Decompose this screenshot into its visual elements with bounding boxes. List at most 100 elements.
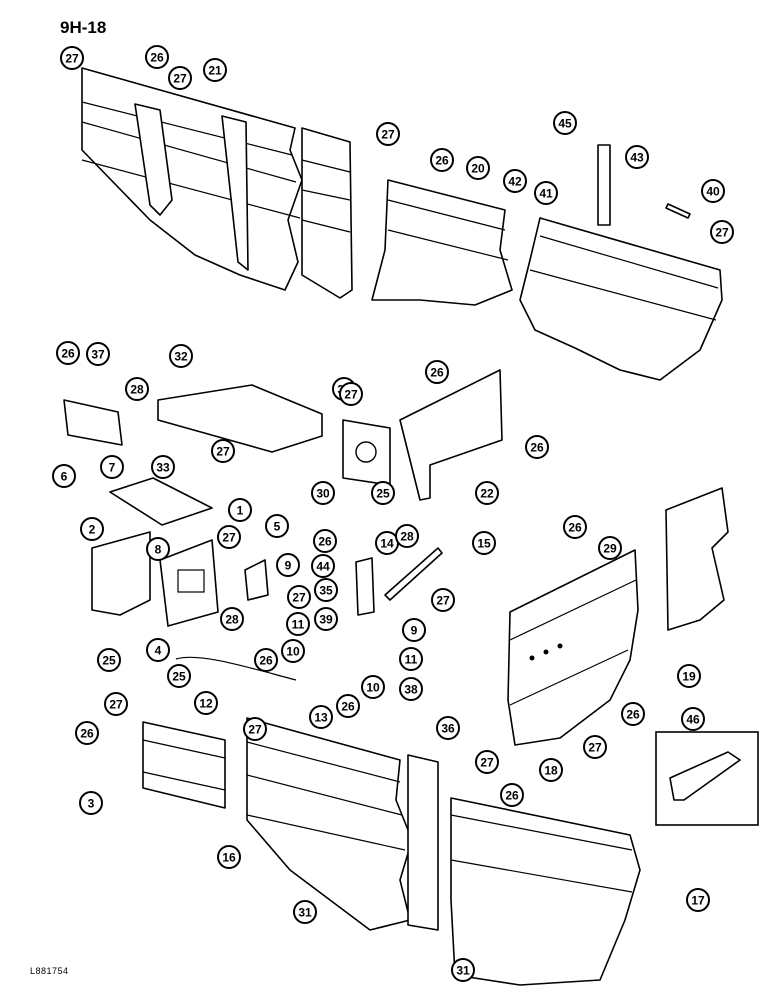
callout-number: 25 [172,670,186,684]
callout-circle [399,647,423,671]
callout-number: 8 [155,543,162,557]
callout-number: 45 [558,117,572,131]
callout-circle [472,531,496,555]
latch-5 [244,559,269,601]
callout-circle [52,464,76,488]
callout-27: 27 [376,122,400,146]
callout-circle [314,607,338,631]
callout-circle [220,607,244,631]
side-sheet-segment-lower [407,754,439,931]
callout-19: 19 [677,664,701,688]
side-sheet-21 [81,67,303,291]
bracket-2 [91,531,151,616]
callout-circle [399,677,423,701]
callout-number: 20 [471,162,485,176]
callout-number: 9 [285,559,292,573]
callout-27: 27 [60,46,84,70]
side-sheet-17 [450,797,641,986]
callout-circle [503,169,527,193]
panel-19 [665,487,729,631]
callout-circle [286,612,310,636]
callout-circle [314,578,338,602]
callout-number: 26 [626,708,640,722]
callout-30: 30 [311,481,335,505]
callout-number: 35 [319,584,333,598]
callout-10: 10 [361,675,385,699]
callout-number: 26 [430,366,444,380]
callout-circle [686,888,710,912]
callout-number: 37 [91,348,105,362]
parts-artwork [63,67,759,986]
callout-33: 33 [151,455,175,479]
callout-circle [313,529,337,553]
callout-circle [553,111,577,135]
callout-31: 31 [451,958,475,982]
upright-mid [221,115,249,271]
callout-circle [677,664,701,688]
callout-number: 27 [480,756,494,770]
callout-circle [56,341,80,365]
callout-circle [217,845,241,869]
callout-number: 27 [173,72,187,86]
page-reference: 9H-18 [60,18,107,37]
callout-circle [100,455,124,479]
callout-circle [336,694,360,718]
callout-39: 39 [314,607,338,631]
callout-number: 18 [544,764,558,778]
callout-11: 11 [399,647,423,671]
callout-circle [97,648,121,672]
callout-number: 40 [706,185,720,199]
callout-circle [339,382,363,406]
callout-26: 26 [425,360,449,384]
callout-36: 36 [436,716,460,740]
callout-circle [86,342,110,366]
callout-2: 2 [80,517,104,541]
callout-20: 20 [466,156,490,180]
callout-number: 27 [715,226,729,240]
callout-26: 26 [621,702,645,726]
callout-circle [293,900,317,924]
callout-number: 3 [88,797,95,811]
callout-25: 25 [371,481,395,505]
callout-circle [169,344,193,368]
callout-28: 28 [220,607,244,631]
callout-number: 11 [292,618,305,632]
callout-number: 27 [216,445,230,459]
callout-circle [625,145,649,169]
callout-26: 26 [500,783,524,807]
callout-8: 8 [146,537,170,561]
callout-circle [146,638,170,662]
callout-circle [430,148,454,172]
callout-10: 10 [281,639,305,663]
callout-number: 26 [435,154,449,168]
callout-circle [276,553,300,577]
callout-27: 27 [475,750,499,774]
callout-number: 42 [508,175,522,189]
callout-circle [475,750,499,774]
callout-number: 30 [316,487,330,501]
callout-number: 21 [208,64,222,78]
document-code: L881754 [30,966,69,976]
callout-number: 28 [400,530,414,544]
callout-number: 27 [344,388,358,402]
callout-26: 26 [430,148,454,172]
callout-circle [371,481,395,505]
callout-circle [80,517,104,541]
callout-number: 25 [102,654,116,668]
callout-27: 27 [168,66,192,90]
side-sheet-right [519,217,723,381]
callout-number: 26 [80,727,94,741]
callout-circle [701,179,725,203]
callout-1: 1 [228,498,252,522]
callout-45: 45 [553,111,577,135]
callout-43: 43 [625,145,649,169]
callout-26: 26 [313,529,337,553]
callout-42: 42 [503,169,527,193]
callout-26: 26 [336,694,360,718]
callout-number: 13 [314,711,328,725]
callout-circle [431,588,455,612]
callout-number: 41 [539,187,553,201]
side-sheet-segment [301,127,353,299]
callout-46: 46 [681,707,705,731]
